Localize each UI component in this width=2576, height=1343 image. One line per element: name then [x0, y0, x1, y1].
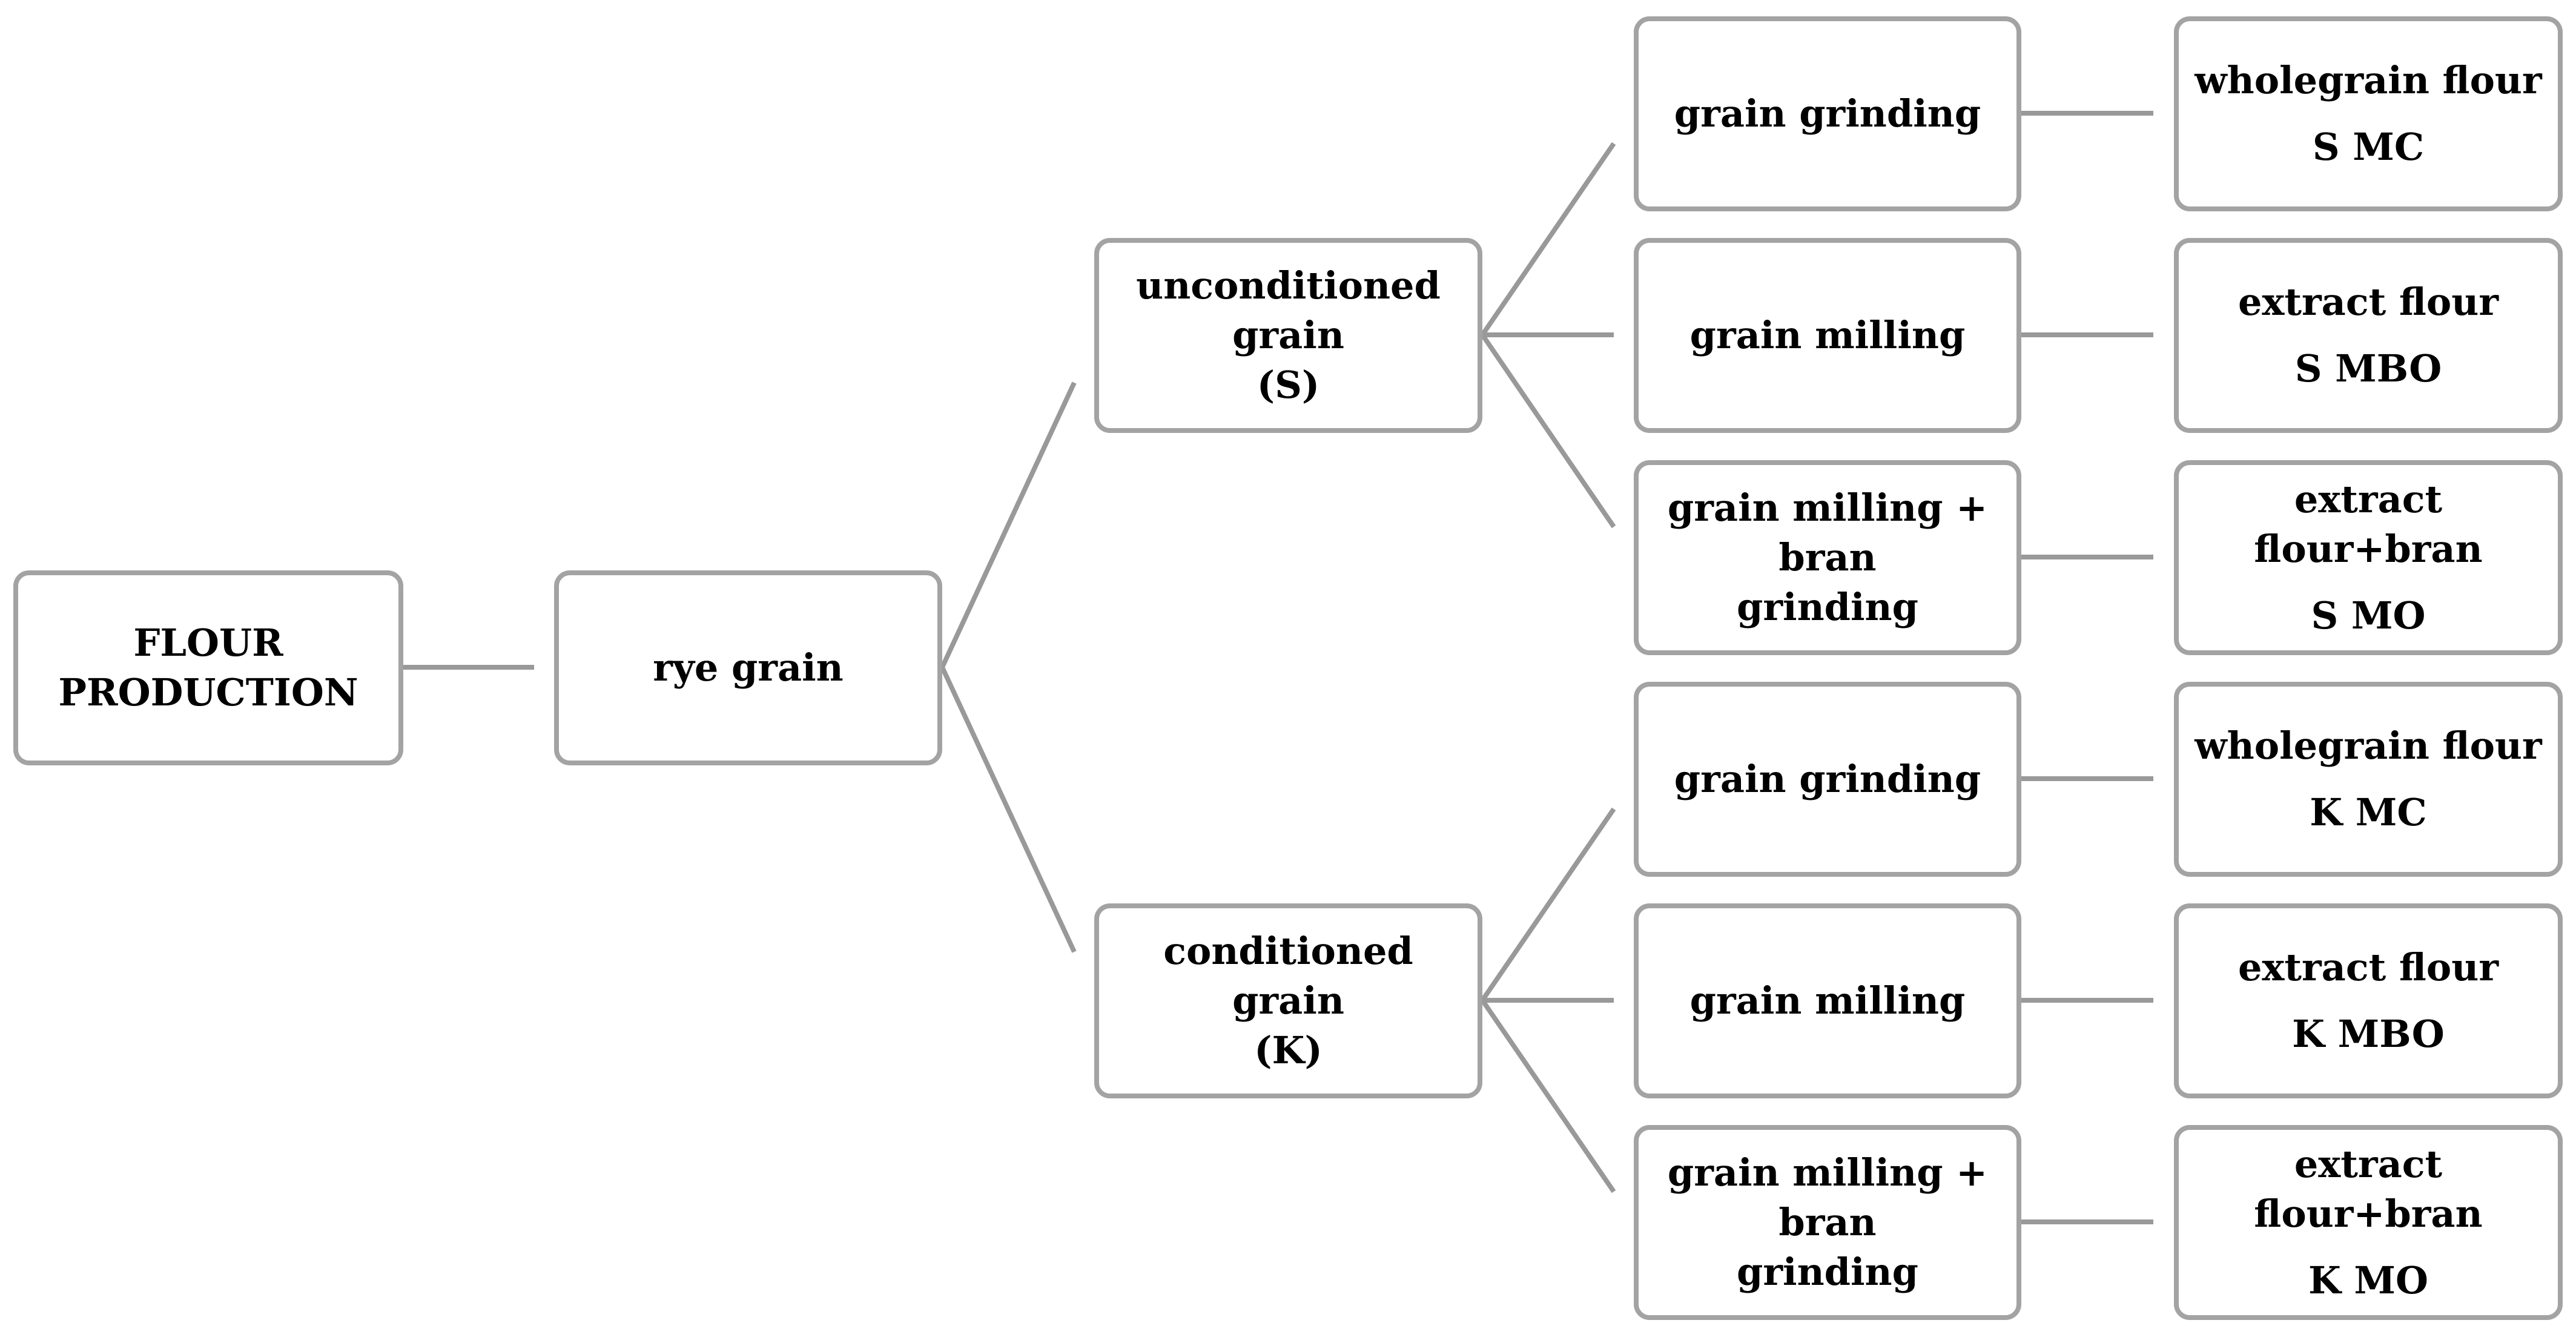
conditioned-code: (K) — [1254, 1028, 1323, 1072]
k-extract-label: extract flour — [2237, 945, 2499, 990]
connector-s-milling-bran — [1480, 333, 1616, 529]
connector-grain-unconditioned — [940, 381, 1077, 668]
s-mo-code: S MO — [2311, 593, 2426, 638]
k-mc-code: K MC — [2310, 790, 2427, 834]
k-milling-bran-line-1: grain milling + bran — [1667, 1150, 1988, 1245]
conditioned-line-1: conditioned grain — [1163, 929, 1413, 1023]
node-k-grain-milling-bran: grain milling + bran grinding — [1634, 1125, 2021, 1320]
node-conditioned-grain: conditioned grain (K) — [1094, 903, 1482, 1098]
node-k-wholegrain-flour: wholegrain flour K MC — [2174, 682, 2563, 877]
root-line-1: FLOUR — [133, 621, 283, 665]
k-wholegrain-label: wholegrain flour — [2195, 724, 2542, 768]
s-mc-code: S MC — [2312, 125, 2425, 169]
k-mo-code: K MO — [2308, 1258, 2429, 1302]
unconditioned-code: (S) — [1257, 362, 1320, 407]
s-wholegrain-label: wholegrain flour — [2195, 58, 2542, 103]
k-mbo-code: K MBO — [2292, 1012, 2445, 1056]
unconditioned-line-1: unconditioned — [1136, 263, 1441, 308]
connector-k-milling-bran — [1480, 998, 1616, 1193]
root-line-2: PRODUCTION — [58, 670, 358, 714]
connector-s-grinding — [1480, 142, 1616, 337]
connector-k-grinding — [1480, 807, 1616, 1002]
s-milling-bran-line-1: grain milling + bran — [1667, 486, 1988, 580]
rye-grain-label: rye grain — [653, 645, 844, 690]
node-k-grain-milling: grain milling — [1634, 903, 2021, 1098]
s-grinding-label: grain grinding — [1674, 91, 1981, 136]
node-unconditioned-grain: unconditioned grain (S) — [1094, 238, 1482, 433]
k-extract-bran-label: extract flour+bran — [2254, 1142, 2483, 1236]
s-milling-label: grain milling — [1689, 313, 1966, 358]
k-milling-bran-line-2: grinding — [1737, 1249, 1918, 1294]
node-s-grain-milling-bran: grain milling + bran grinding — [1634, 460, 2021, 655]
node-s-grain-grinding: grain grinding — [1634, 16, 2021, 211]
node-rye-grain: rye grain — [554, 570, 942, 765]
node-k-extract-flour-bran: extract flour+bran K MO — [2174, 1125, 2563, 1320]
s-extract-bran-label: extract flour+bran — [2254, 477, 2483, 572]
unconditioned-line-2: grain — [1232, 313, 1344, 358]
s-milling-bran-line-2: grinding — [1737, 584, 1918, 629]
node-s-extract-flour: extract flour S MBO — [2174, 238, 2563, 433]
s-mbo-code: S MBO — [2294, 346, 2442, 391]
node-s-wholegrain-flour: wholegrain flour S MC — [2174, 16, 2563, 211]
s-extract-label: extract flour — [2237, 280, 2499, 325]
node-s-grain-milling: grain milling — [1634, 238, 2021, 433]
node-k-extract-flour: extract flour K MBO — [2174, 903, 2563, 1098]
node-flour-production: FLOUR PRODUCTION — [13, 570, 403, 765]
k-milling-label: grain milling — [1689, 978, 1966, 1023]
k-grinding-label: grain grinding — [1674, 757, 1981, 802]
node-s-extract-flour-bran: extract flour+bran S MO — [2174, 460, 2563, 655]
node-k-grain-grinding: grain grinding — [1634, 682, 2021, 877]
connector-grain-conditioned — [940, 666, 1077, 953]
